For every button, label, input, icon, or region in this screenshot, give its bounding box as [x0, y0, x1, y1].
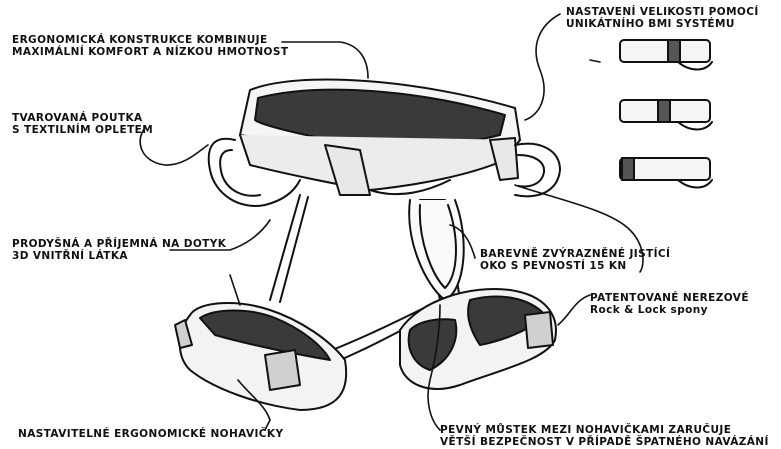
belay-loop [408, 199, 465, 301]
label-bridge-line1: pevný můstek mezi nohavičkami zaručuje [440, 424, 732, 436]
label-loops-line2: s textilním opletem [12, 124, 154, 136]
label-ergonomic-line2: maximální komfort a nízkou hmotnost [12, 46, 289, 58]
leader-belay [449, 224, 476, 259]
bmi-buckle-1 [619, 39, 713, 71]
leader-bridge [427, 304, 441, 431]
leader-ergonomic [281, 41, 369, 79]
label-bridge-line2: větší bezpečnost v případě špatného navá… [440, 436, 769, 448]
label-breathable-line1: prodyšná a příjemná na dotyk [12, 238, 227, 250]
leader-legloops [237, 379, 271, 431]
waist-belt [239, 78, 521, 196]
label-breathable-fabric: prodyšná a příjemná na dotyk 3D vnitřní … [12, 238, 226, 262]
label-belay-line2: oko s pevností 15 kN [480, 260, 627, 272]
leader-breathable [169, 219, 271, 251]
leader-belay-2 [514, 184, 644, 273]
right-leg-loop [399, 288, 557, 390]
label-belay-loop: barevně zvýrazněné jistící oko s pevnost… [480, 248, 670, 272]
leader-buckles [557, 294, 591, 326]
label-loops-line1: tvarovaná poutka [12, 112, 143, 124]
label-bridge: pevný můstek mezi nohavičkami zaručuje v… [440, 424, 769, 448]
label-bmi-line2: unikátního BMI systému [566, 18, 735, 30]
gear-loops [207, 137, 561, 207]
label-buckles: patentované nerezové Rock & Lock spony [590, 292, 749, 316]
leader-lines [139, 13, 644, 431]
label-belay-line1: barevně zvýrazněné jistící [480, 248, 671, 260]
label-bmi-system: nastavení velikosti pomocí unikátního BM… [566, 6, 759, 30]
label-buckles-line1: patentované nerezové [590, 292, 749, 304]
label-leg-loops: nastavitelné ergonomické nohavičky [18, 428, 283, 440]
label-legloops-line1: nastavitelné ergonomické nohavičky [18, 428, 284, 440]
label-breathable-line2: 3D vnitřní látka [12, 250, 128, 262]
label-ergonomic-construction: ergonomická konstrukce kombinuje maximál… [12, 34, 288, 58]
leader-loops [139, 127, 209, 166]
leader-breathable-2 [229, 274, 241, 306]
label-buckles-line2: Rock & Lock spony [590, 304, 708, 316]
label-gear-loops: tvarovaná poutka s textilním opletem [12, 112, 153, 136]
bmi-buckle-2 [619, 99, 713, 131]
leader-bmi [524, 13, 561, 121]
bmi-buckle-3 [619, 157, 713, 189]
label-bmi-line1: nastavení velikosti pomocí [566, 6, 759, 18]
label-ergonomic-line1: ergonomická konstrukce kombinuje [12, 34, 268, 46]
left-leg-loop [174, 302, 348, 411]
leader-bmi-2 [589, 59, 601, 63]
